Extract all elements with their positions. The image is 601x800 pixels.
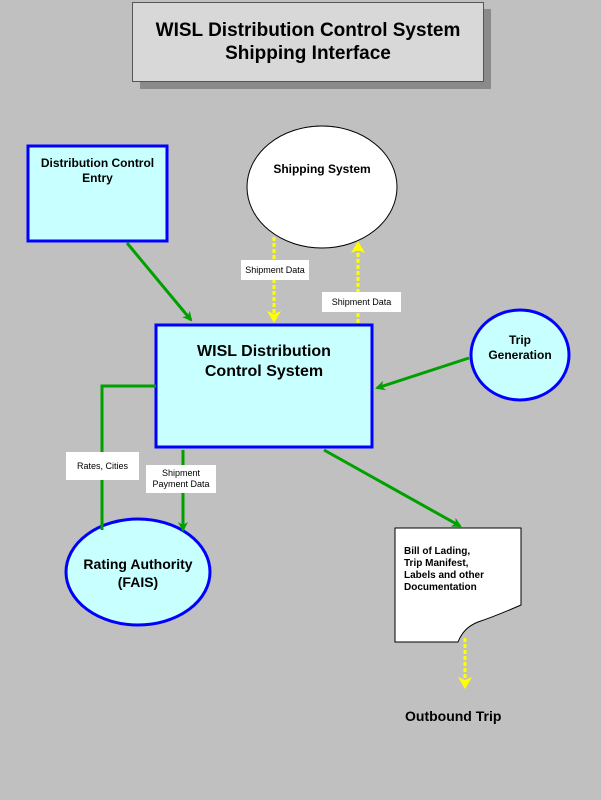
wisl-system-label: WISL Distribution Control System [158,342,370,382]
doc-line-1: Bill of Lading, [404,546,471,557]
edge-label-rates-cities: Rates, Cities [66,452,139,480]
diagram-title: WISL Distribution Control System Shippin… [132,2,484,82]
trip-generation-label: Trip Generation [474,333,566,363]
rating-line-1: Rating Authority [83,556,193,572]
shipping-system-text: Shipping System [273,162,371,176]
documentation-shape [394,527,522,643]
title-line-1: WISL Distribution Control System [155,20,461,41]
rating-authority-label: Rating Authority (FAIS) [68,555,208,591]
documentation-label: Bill of Lading, Trip Manifest, Labels an… [404,546,519,594]
title-line-2: Shipping Interface [225,43,391,64]
edge-label-shipment-data-down: Shipment Data [241,260,309,280]
shipping-system-ellipse [246,125,398,249]
shipping-system-label: Shipping System [250,162,394,177]
entry-line-2: Entry [82,171,113,185]
wisl-line-1: WISL Distribution [197,343,331,360]
doc-line-4: Documentation [404,582,477,593]
doc-line-3: Labels and other [404,570,485,581]
arrow-trip-to-wisl [375,356,470,391]
shipment-payment-line-2: Payment Data [152,479,210,489]
trip-line-1: Trip [508,333,531,347]
outbound-trip-label: Outbound Trip [405,708,502,724]
line-rating-to-wisl [100,384,156,530]
wisl-line-2: Control System [204,363,324,380]
entry-line-1: Distribution Control [40,156,155,170]
shipment-payment-line-1: Shipment [161,468,201,478]
trip-line-2: Generation [488,348,552,362]
arrow-wisl-to-documentation [323,448,462,528]
distribution-control-entry-label: Distribution Control Entry [30,156,165,186]
rating-authority-ellipse [64,517,212,627]
rating-line-2: (FAIS) [117,574,159,590]
trip-generation-circle [469,308,571,402]
edge-label-shipment-data-up: Shipment Data [322,292,401,312]
edge-label-shipment-payment: Shipment Payment Data [146,465,216,493]
arrow-entry-to-wisl [125,242,193,322]
distribution-control-entry-box [26,144,169,243]
doc-line-2: Trip Manifest, [404,558,469,569]
